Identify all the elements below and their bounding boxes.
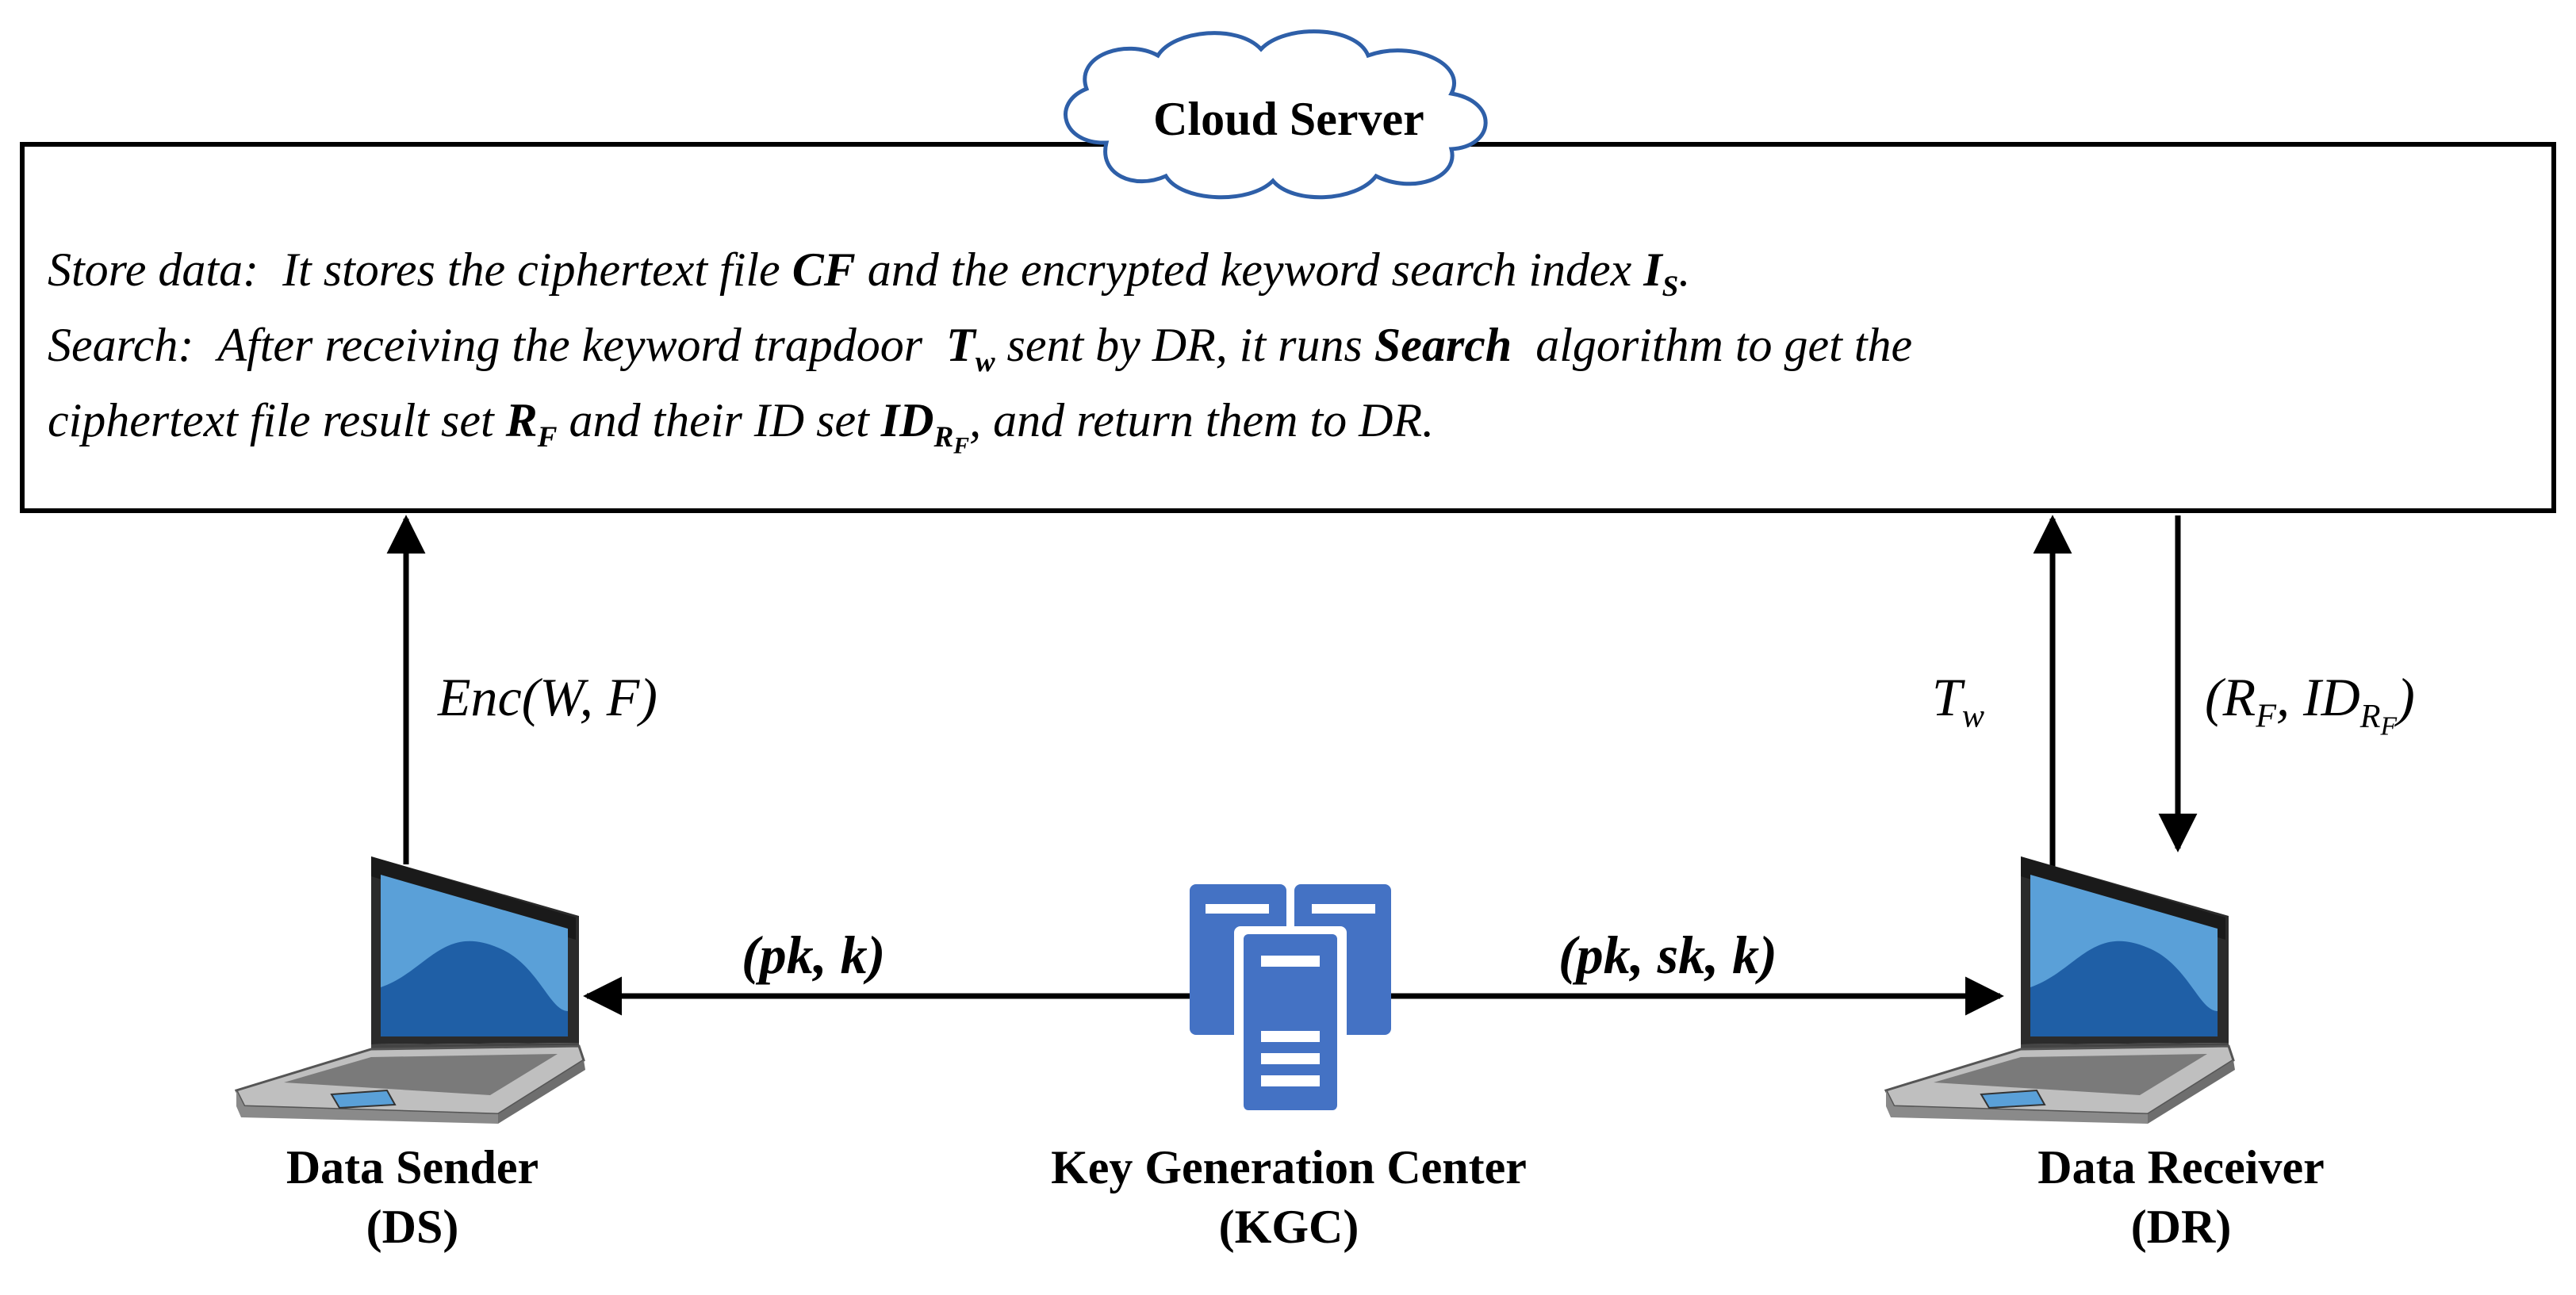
trapdoor-symbol: T — [946, 319, 976, 371]
result-text-2: and their ID set — [569, 394, 869, 446]
data-sender-abbr: (DS) — [366, 1201, 459, 1253]
result-set-symbol: R — [505, 394, 538, 446]
result-label-id-subsub: F — [2380, 711, 2398, 741]
dr-key-label: (pk, sk, k) — [1558, 925, 1777, 985]
data-receiver-label: Data Receiver (DR) — [1983, 1138, 2379, 1257]
search-prefix: Search: — [48, 319, 194, 371]
store-text-2: and the encrypted keyword search index — [867, 243, 1632, 296]
enc-label: Enc(W, F) — [438, 667, 657, 727]
id-set-subscript: R — [933, 421, 954, 454]
data-receiver-abbr: (DR) — [2130, 1201, 2232, 1253]
cloud-server-box — [20, 142, 2556, 513]
trapdoor-label-sub: w — [1961, 697, 1984, 735]
result-label-open: (R — [2205, 667, 2256, 727]
result-label-close: ) — [2397, 667, 2415, 727]
ciphertext-file-symbol: CF — [792, 243, 856, 296]
kgc-label: Key Generation Center (KGC) — [983, 1138, 1594, 1257]
ds-key-label: (pk, k) — [742, 925, 886, 985]
result-text-1: ciphertext file result set — [48, 394, 494, 446]
store-text-1: It stores the ciphertext file — [282, 243, 780, 296]
cloud-icon — [1064, 29, 1488, 200]
id-set-subsubscript: F — [953, 432, 970, 459]
kgc-name: Key Generation Center — [1051, 1141, 1527, 1193]
data-sender-name: Data Sender — [286, 1141, 539, 1193]
index-symbol: I — [1643, 243, 1662, 296]
cloud-server-label: Cloud Server — [1153, 93, 1424, 145]
result-text-3: , and return them to DR. — [969, 394, 1435, 446]
search-algorithm-name: Search — [1374, 319, 1512, 371]
index-subscript: S — [1662, 270, 1679, 303]
search-text-3: algorithm to get the — [1535, 319, 1913, 371]
result-label-id-sub: R — [2359, 697, 2381, 735]
search-text-1: After receiving the keyword trapdoor — [217, 319, 923, 371]
data-receiver-name: Data Receiver — [2037, 1141, 2325, 1193]
store-end: . — [1678, 243, 1691, 296]
result-label-rf-sub: F — [2256, 697, 2276, 735]
result-set-subscript: F — [537, 421, 558, 454]
trapdoor-subscript: w — [975, 346, 995, 378]
result-label-mid: , ID — [2275, 667, 2360, 727]
search-line: Search: After receiving the keyword trap… — [48, 321, 1912, 377]
kgc-abbr: (KGC) — [1218, 1201, 1359, 1253]
store-prefix: Store data: — [48, 243, 259, 296]
server-icon — [1190, 884, 1391, 1117]
laptop-icon — [234, 856, 585, 1124]
id-set-symbol: ID — [880, 394, 934, 446]
result-label: (RF, IDRF) — [2205, 670, 2415, 740]
result-line: ciphertext file result set RF and their … — [48, 397, 1434, 458]
store-data-line: Store data: It stores the ciphertext fil… — [48, 246, 1690, 301]
trapdoor-label-main: T — [1932, 667, 1962, 727]
data-sender-label: Data Sender (DS) — [238, 1138, 587, 1257]
search-text-2: sent by DR, it runs — [1006, 319, 1363, 371]
trapdoor-label: Tw — [1932, 670, 1984, 734]
laptop-icon — [1884, 856, 2235, 1124]
